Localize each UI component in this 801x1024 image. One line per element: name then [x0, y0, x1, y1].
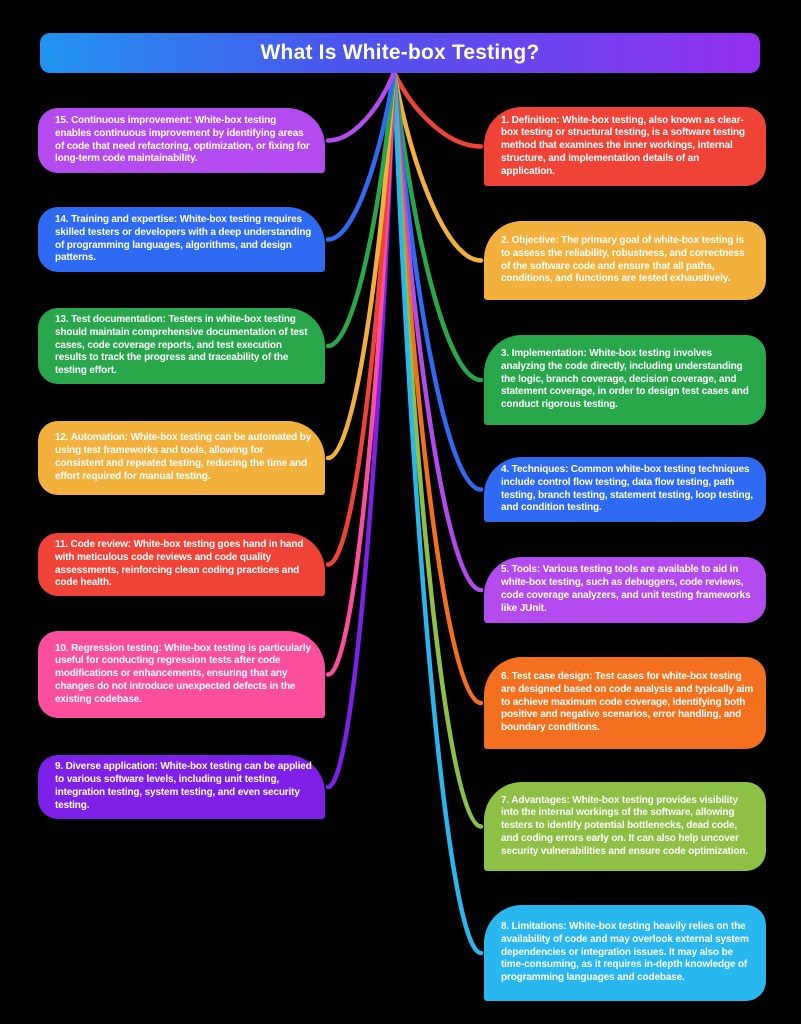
- node-box-9: 9. Diverse application: White-box testin…: [38, 755, 325, 819]
- node-text-10: 10. Regression testing: White-box testin…: [55, 642, 311, 705]
- node-text-4: 4. Techniques: Common white-box testing …: [501, 463, 754, 514]
- node-text-2: 2. Objective: The primary goal of white-…: [501, 234, 745, 285]
- node-box-14: 14. Training and expertise: White-box te…: [38, 207, 325, 272]
- node-box-6: 6. Test case design: Test cases for whit…: [484, 657, 766, 749]
- node-box-7: 7. Advantages: White-box testing provide…: [484, 782, 766, 871]
- page-title: What Is White-box Testing?: [260, 41, 540, 64]
- connector-node-14: [325, 69, 397, 242]
- connector-node-8: [391, 69, 484, 956]
- node-box-15: 15. Continuous improvement: White-box te…: [38, 108, 325, 173]
- node-box-8: 8. Limitations: White-box testing heavil…: [484, 905, 766, 1001]
- node-text-7: 7. Advantages: White-box testing provide…: [501, 794, 748, 857]
- node-text-11: 11. Code review: White-box testing goes …: [55, 538, 304, 589]
- connector-node-2: [391, 69, 484, 263]
- connector-node-3: [391, 69, 484, 383]
- connector-node-15: [325, 69, 397, 143]
- node-box-11: 11. Code review: White-box testing goes …: [38, 533, 325, 596]
- node-box-2: 2. Objective: The primary goal of white-…: [484, 221, 766, 300]
- node-box-3: 3. Implementation: White-box testing inv…: [484, 335, 766, 425]
- node-text-15: 15. Continuous improvement: White-box te…: [55, 114, 310, 165]
- node-text-5: 5. Tools: Various testing tools are avai…: [501, 564, 751, 614]
- node-text-14: 14. Training and expertise: White-box te…: [55, 213, 312, 264]
- node-box-1: 1. Definition: White-box testing, also k…: [484, 107, 766, 186]
- node-text-8: 8. Limitations: White-box testing heavil…: [501, 921, 749, 984]
- node-text-6: 6. Test case design: Test cases for whit…: [501, 671, 754, 734]
- node-text-13: 13. Test documentation: Testers in white…: [55, 314, 308, 377]
- node-box-4: 4. Techniques: Common white-box testing …: [484, 457, 766, 522]
- node-box-13: 13. Test documentation: Testers in white…: [38, 308, 325, 384]
- title-banner: What Is White-box Testing?: [40, 33, 760, 73]
- node-text-12: 12. Automation: White-box testing can be…: [55, 432, 312, 482]
- node-box-12: 12. Automation: White-box testing can be…: [38, 421, 325, 495]
- connector-node-12: [325, 69, 397, 461]
- node-box-5: 5. Tools: Various testing tools are avai…: [484, 557, 766, 623]
- connector-node-13: [325, 69, 397, 349]
- node-text-1: 1. Definition: White-box testing, also k…: [501, 114, 745, 177]
- node-text-9: 9. Diverse application: White-box testin…: [55, 761, 312, 811]
- node-box-10: 10. Regression testing: White-box testin…: [38, 631, 325, 718]
- node-text-3: 3. Implementation: White-box testing inv…: [501, 348, 749, 411]
- connector-node-1: [391, 69, 484, 149]
